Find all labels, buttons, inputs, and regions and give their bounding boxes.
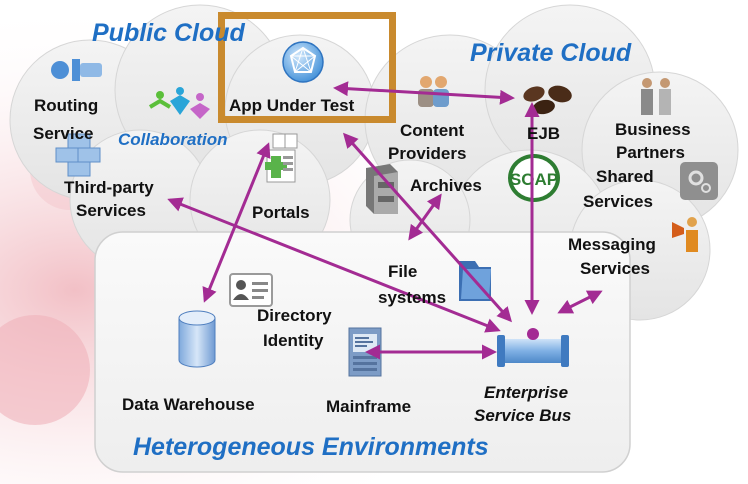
messaging-services-label-line1: Messaging bbox=[568, 235, 656, 254]
routing-service-icon bbox=[51, 59, 102, 81]
soap-label: SOAP bbox=[510, 170, 558, 189]
public-cloud-title: Public Cloud bbox=[92, 19, 245, 47]
service-bus-icon bbox=[497, 328, 569, 367]
soap-icon: SOAP bbox=[508, 154, 560, 202]
routing-service-label-line1: Routing bbox=[34, 96, 99, 115]
shared-services-gear-icon bbox=[680, 162, 718, 200]
business-partners-label-line1: Business bbox=[615, 120, 691, 139]
archives-icon bbox=[366, 164, 398, 214]
file-folder-icon bbox=[459, 261, 491, 301]
portals-icon bbox=[265, 133, 298, 183]
file-systems-label-line1: File bbox=[388, 262, 418, 281]
messaging-services-label-line2: Services bbox=[580, 259, 650, 278]
data-warehouse-label: Data Warehouse bbox=[122, 395, 255, 414]
directory-identity-label-line2: Identity bbox=[263, 331, 324, 350]
heterogeneous-environments-title: Heterogeneous Environments bbox=[133, 433, 489, 461]
collaboration-people-icon bbox=[148, 87, 210, 119]
third-party-blocks-icon bbox=[55, 133, 101, 177]
content-providers-label-line1: Content bbox=[400, 121, 465, 140]
ejb-beans-icon bbox=[523, 85, 572, 115]
app-under-test-icon bbox=[282, 41, 324, 83]
business-partners-icon bbox=[641, 78, 671, 115]
messaging-megaphone-icon bbox=[672, 217, 698, 252]
private-cloud-title: Private Cloud bbox=[470, 39, 632, 67]
esb-label-line1: Enterprise bbox=[484, 383, 569, 402]
data-warehouse-cylinder-icon bbox=[178, 310, 216, 368]
third-party-label-line2: Services bbox=[76, 201, 146, 220]
portals-label: Portals bbox=[252, 203, 310, 222]
file-systems-label-line2: systems bbox=[378, 288, 447, 307]
shared-services-label-line2: Services bbox=[583, 192, 653, 211]
business-partners-label-line2: Partners bbox=[616, 143, 685, 162]
ejb-label: EJB bbox=[527, 124, 561, 143]
collaboration-label: Collaboration bbox=[118, 130, 228, 149]
content-providers-icon bbox=[418, 76, 449, 107]
directory-card-icon bbox=[229, 273, 273, 307]
directory-identity-label-line1: Directory bbox=[257, 306, 332, 325]
archives-label: Archives bbox=[410, 176, 482, 195]
content-providers-label-line2: Providers bbox=[388, 144, 467, 163]
third-party-label-line1: Third-party bbox=[64, 178, 154, 197]
mainframe-icon bbox=[348, 327, 382, 377]
mainframe-label: Mainframe bbox=[326, 397, 412, 416]
esb-label-line2: Service Bus bbox=[474, 406, 572, 425]
app-under-test-label: App Under Test bbox=[229, 96, 355, 115]
app-under-test-highlight-box bbox=[218, 12, 396, 123]
shared-services-label-line1: Shared bbox=[596, 167, 654, 186]
routing-service-label-line2: Service bbox=[33, 124, 94, 143]
